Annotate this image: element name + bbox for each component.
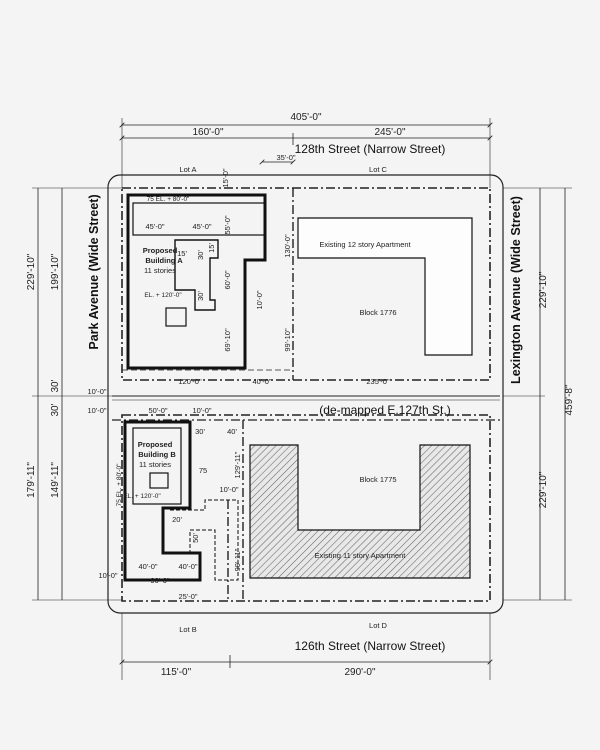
north-block-boundary	[121, 187, 491, 381]
dim-right-lower: 229'-10"	[538, 471, 549, 508]
building-b-line2: Building B	[138, 450, 176, 459]
dim-left-lower-inner: 149'-11"	[50, 462, 61, 498]
building-b-line3: 11 stories	[139, 460, 171, 469]
building-a-wing	[132, 202, 266, 236]
dim-99a: 99'-10"	[283, 328, 292, 352]
street-north: 128th Street (Narrow Street)	[295, 142, 446, 156]
dim-15-top: 15'-0"	[221, 168, 230, 187]
dim-75: 75	[199, 466, 207, 475]
existing-south-label: Existing 11 story Apartment	[315, 551, 407, 560]
dim-40d: 40'-0"	[178, 562, 197, 571]
lot-a-label: Lot A	[179, 165, 196, 174]
building-a-line3: 11 stories	[144, 266, 176, 275]
dim-left-lower-outer: 179'-11"	[26, 462, 37, 498]
dim-left-upper-inner: 199'-10"	[50, 253, 61, 290]
building-a-step	[174, 239, 219, 311]
dim-right-upper: 229'-10"	[538, 271, 549, 308]
street-middle: (de-mapped E.127th St.)	[319, 403, 450, 417]
dim-10b: 10'-0"	[87, 387, 106, 396]
dim-30c: 30'	[195, 427, 205, 436]
dim-69: 69'-10"	[223, 328, 232, 352]
dim-left-30a: 30'	[50, 379, 61, 392]
building-a-el-top: 75 EL. + 80'-0"	[147, 196, 190, 203]
building-a-line2: Building A	[145, 256, 183, 265]
dim-bottom-left: 115'-0"	[161, 667, 192, 678]
dim-60: 60'-0"	[223, 270, 232, 289]
dim-130: 130'-0"	[283, 234, 292, 258]
lot-d-label: Lot D	[369, 621, 388, 630]
dim-bottom-right: 290'-0"	[344, 667, 375, 678]
building-a-line1: Proposed	[143, 246, 178, 255]
dim-10e: 10'-0"	[219, 485, 238, 494]
building-b-outline	[123, 420, 202, 582]
building-b-extension	[170, 499, 239, 581]
street-south: 126th Street (Narrow Street)	[295, 639, 446, 653]
building-a-core	[165, 307, 187, 327]
dim-30a: 30'	[196, 250, 205, 260]
dim-45a: 45'-0"	[145, 222, 164, 231]
dim-55: 55'-0"	[223, 215, 232, 234]
dim-45b: 45'-0"	[192, 222, 211, 231]
dim-35: 35'-0"	[276, 153, 295, 162]
existing-north-label: Existing 12 story Apartment	[319, 240, 411, 249]
building-b-line1: Proposed	[138, 440, 173, 449]
building-b-core	[149, 472, 169, 489]
dim-top-right: 245'-0"	[374, 127, 405, 138]
dim-10d: 10'-0"	[192, 406, 211, 415]
dim-40a: 40'-0"	[252, 377, 271, 386]
block-south-label: Block 1775	[359, 475, 396, 484]
dim-right-total: 459'-8"	[564, 384, 575, 415]
street-east: Lexington Avenue (Wide Street)	[509, 196, 523, 384]
street-west: Park Avenue (Wide Street)	[87, 194, 101, 349]
building-b-el-top: 75 EL. + 80'-0"	[116, 463, 123, 506]
dim-50: 50'-0"	[148, 406, 167, 415]
building-b-inner	[132, 427, 182, 505]
dim-10a: 10'-0"	[255, 290, 264, 309]
south-block-boundary	[121, 414, 491, 602]
existing-apartment-north	[297, 217, 473, 356]
block-north-label: Block 1776	[359, 308, 396, 317]
dim-left-30b: 30'	[50, 403, 61, 416]
building-b-el-main: EL. + 120'-0"	[123, 493, 161, 500]
lot-b-label: Lot B	[179, 625, 197, 634]
dim-129: 129'-11"	[233, 451, 242, 478]
dim-total-width: 405'-0"	[290, 112, 321, 123]
site-boundary	[107, 174, 504, 614]
dim-15c: 15'	[207, 243, 216, 253]
dim-25: 25'-0"	[178, 592, 197, 601]
dim-left-upper-outer: 229'-10"	[26, 253, 37, 290]
existing-apartment-south	[249, 444, 471, 579]
dim-235: 235'-0"	[366, 377, 390, 386]
lot-c-label: Lot C	[369, 165, 388, 174]
dim-20: 20'	[172, 515, 182, 524]
dim-120: 120'-0"	[178, 377, 202, 386]
dim-30b: 30'	[196, 291, 205, 301]
dim-99b: 99'-11"	[233, 548, 242, 571]
dim-50b: 50'	[191, 533, 200, 543]
dim-10c: 10'-0"	[87, 406, 106, 415]
dim-top-left: 160'-0"	[192, 127, 223, 138]
dim-40c: 40'-0"	[138, 562, 157, 571]
building-a-el-main: EL. + 120'-0"	[144, 292, 182, 299]
building-a-outline	[126, 193, 267, 370]
dim-10f: 10'-0"	[98, 571, 117, 580]
dim-90: 90'-0"	[150, 576, 169, 585]
dim-40b: 40'	[227, 427, 237, 436]
dim-15b: 15'	[177, 249, 187, 258]
